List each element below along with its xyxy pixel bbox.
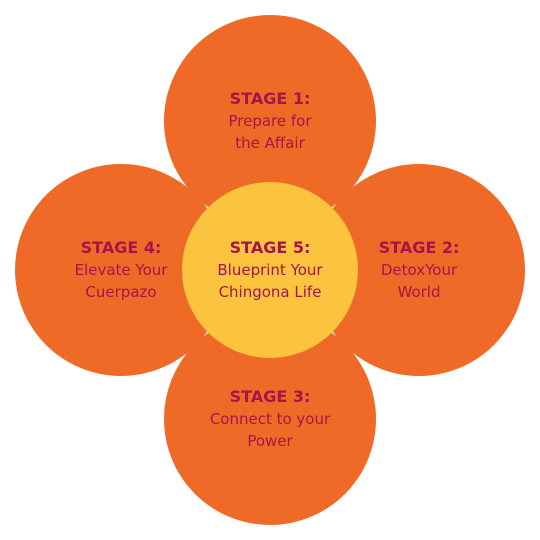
- stage-3-circle: STAGE 3: Connect to your Power: [164, 313, 376, 525]
- stage-2-title: STAGE 2:: [378, 238, 460, 257]
- stage-3-line-2: Power: [247, 432, 293, 450]
- stage-5-circle: STAGE 5: Blueprint Your Chingona Life: [182, 182, 358, 358]
- stage-5-line-2: Chingona Life: [218, 283, 322, 301]
- stage-4-title: STAGE 4:: [80, 238, 162, 257]
- stage-1-line-1: Prepare for: [228, 112, 312, 130]
- stage-2-line-2: World: [397, 283, 441, 301]
- stage-2-line-1: DetoxYour: [380, 261, 458, 279]
- stage-5-line-1: Blueprint Your: [217, 261, 323, 279]
- stage-4-line-1: Elevate Your: [74, 261, 168, 279]
- stage-5-title: STAGE 5:: [229, 238, 311, 257]
- stage-3-title: STAGE 3:: [229, 387, 311, 406]
- stage-1-title: STAGE 1:: [229, 89, 311, 108]
- stage-3-line-1: Connect to your: [209, 410, 331, 428]
- stage-4-line-2: Cuerpazo: [85, 283, 157, 301]
- stage-1-line-2: the Affair: [235, 134, 305, 152]
